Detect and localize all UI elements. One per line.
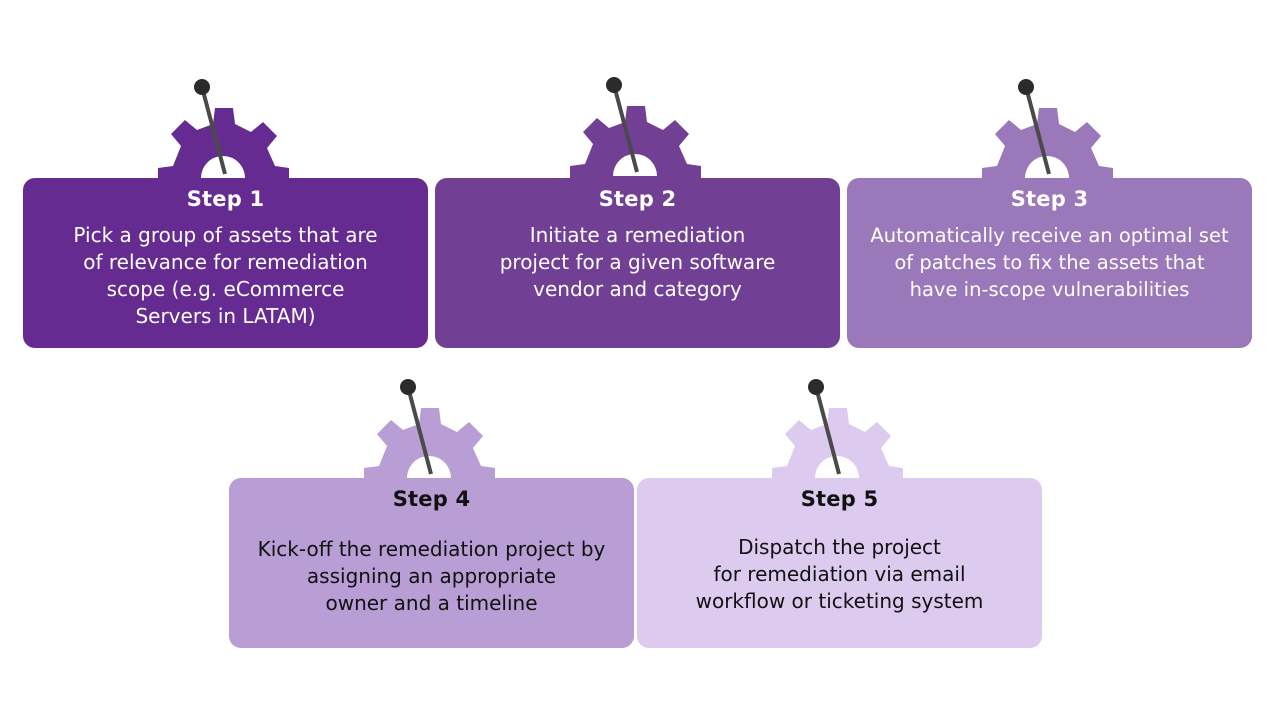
pin-icon (400, 379, 433, 475)
step-title: Step 5 (800, 487, 879, 511)
step-title: Step 3 (1010, 187, 1089, 211)
step-card: Step 1 Pick a group of assets that are o… (23, 178, 428, 348)
step-1: Step 1 Pick a group of assets that are o… (23, 78, 428, 348)
step-card: Step 2 Initiate a remediation project fo… (435, 178, 840, 348)
step-card: Step 3 Automatically receive an optimal … (847, 178, 1252, 348)
pin-icon (1018, 79, 1051, 175)
step-3: Step 3 Automatically receive an optimal … (847, 78, 1252, 348)
step-description: Automatically receive an optimal set of … (870, 224, 1229, 301)
step-2: Step 2 Initiate a remediation project fo… (435, 76, 840, 348)
step-description: Dispatch the project for remediation via… (695, 535, 984, 613)
step-title: Step 2 (598, 187, 677, 211)
pin-icon (194, 79, 227, 175)
step-title: Step 4 (392, 487, 471, 511)
pin-icon (808, 379, 841, 475)
step-description: Pick a group of assets that are of relev… (73, 223, 378, 328)
step-card: Step 4 Kick-off the remediation project … (229, 478, 634, 648)
step-4: Step 4 Kick-off the remediation project … (229, 378, 634, 648)
pin-icon (606, 77, 639, 173)
step-title: Step 1 (186, 187, 265, 211)
step-card: Step 5 Dispatch the project for remediat… (637, 478, 1042, 648)
step-5: Step 5 Dispatch the project for remediat… (637, 378, 1042, 648)
step-description: Kick-off the remediation project by assi… (257, 537, 606, 615)
step-description: Initiate a remediation project for a giv… (499, 223, 776, 301)
